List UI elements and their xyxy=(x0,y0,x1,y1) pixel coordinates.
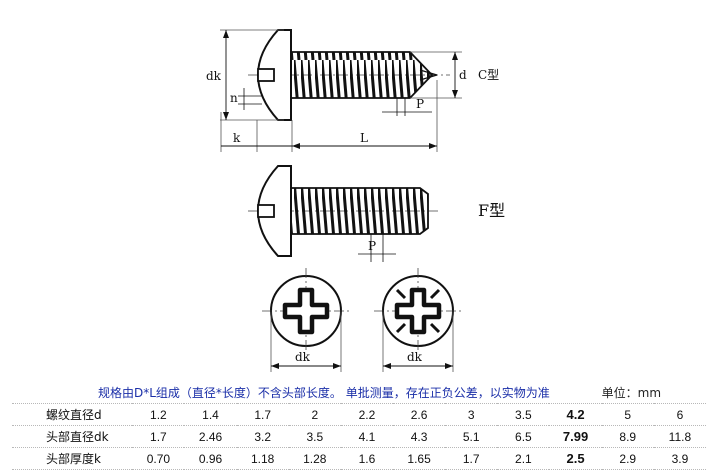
table-cell: 1.18 xyxy=(236,447,289,470)
table-cell: 2.6 xyxy=(393,403,446,426)
dim-n-label: n xyxy=(230,91,238,105)
table-cell: 2 xyxy=(288,403,341,426)
dim-dk-right-label: dk xyxy=(407,350,423,364)
f-type-screw-view: F型 P xyxy=(248,165,505,262)
dim-p2-label: P xyxy=(368,239,376,253)
table-cell: 1.7 xyxy=(236,403,289,426)
phillips-head-top-view: dk xyxy=(262,268,350,372)
dim-dk-label: dk xyxy=(206,69,222,83)
table-cell: 1.2 xyxy=(132,403,185,426)
table-cell: 5.1 xyxy=(445,425,498,448)
table-cell: 3.2 xyxy=(236,425,289,448)
dim-dk-left-label: dk xyxy=(295,350,311,364)
table-cell: 3.5 xyxy=(288,425,341,448)
c-type-label: C型 xyxy=(478,68,499,82)
screw-technical-drawing: dk n d C型 P k L xyxy=(206,29,505,372)
table-cell: 3 xyxy=(445,403,498,426)
table-cell: 0.70 xyxy=(132,447,185,470)
row-header: 头部厚度k xyxy=(12,447,133,470)
table-cell: 2.1 xyxy=(497,447,550,470)
table-cell: 4.1 xyxy=(340,425,394,448)
table-cell: 1.28 xyxy=(288,447,341,470)
table-cell: 4.2 xyxy=(549,403,602,426)
table-row: 螺纹直径d 1.2 1.4 1.7 2 2.2 2.6 3 3.5 4.2 5 … xyxy=(12,403,706,426)
table-cell: 3.5 xyxy=(497,403,550,426)
table-cell: 4.3 xyxy=(393,425,446,448)
unit-label: 单位：mm xyxy=(601,381,706,404)
row-header: 头部直径dk xyxy=(12,425,133,448)
f-type-label: F型 xyxy=(478,201,505,220)
pozidriv-head-top-view: dk xyxy=(374,268,462,372)
table-cell: 6.5 xyxy=(497,425,550,448)
table-row: 头部直径dk 1.7 2.46 3.2 3.5 4.1 4.3 5.1 6.5 … xyxy=(12,425,706,448)
table-cell: 2.9 xyxy=(601,447,654,470)
table-cell: 5 xyxy=(601,403,654,426)
table-cell: 2.5 xyxy=(549,447,602,470)
dim-k-label: k xyxy=(233,131,241,145)
table-cell: 7.99 xyxy=(549,425,602,448)
table-cell: 2.2 xyxy=(340,403,394,426)
table-cell: 6 xyxy=(653,403,706,426)
table-cell: 2.46 xyxy=(184,425,237,448)
table-cell: 0.96 xyxy=(184,447,237,470)
row-header: 螺纹直径d xyxy=(12,403,133,426)
table-cell: 1.4 xyxy=(184,403,237,426)
dim-d-label: d xyxy=(459,68,467,82)
table-row: 头部厚度k 0.70 0.96 1.18 1.28 1.6 1.65 1.7 2… xyxy=(12,447,706,470)
c-type-screw-view: dk n d C型 P k L xyxy=(206,29,499,152)
table-note-row: 规格由D*L组成（直径*长度）不含头部长度。 单批测量，存在正负公差，以实物为准… xyxy=(12,381,706,404)
table-cell: 8.9 xyxy=(601,425,654,448)
table-cell: 1.65 xyxy=(393,447,446,470)
table-cell: 3.9 xyxy=(653,447,706,470)
table-cell: 1.6 xyxy=(340,447,394,470)
table-note: 规格由D*L组成（直径*长度）不含头部长度。 单批测量，存在正负公差，以实物为准 xyxy=(12,381,602,404)
table-cell: 11.8 xyxy=(653,425,706,448)
dim-p-label: P xyxy=(416,97,424,111)
dim-l-label: L xyxy=(360,131,368,145)
table-cell: 1.7 xyxy=(445,447,498,470)
table-cell: 1.7 xyxy=(132,425,185,448)
spec-table: 规格由D*L组成（直径*长度）不含头部长度。 单批测量，存在正负公差，以实物为准… xyxy=(12,381,706,470)
